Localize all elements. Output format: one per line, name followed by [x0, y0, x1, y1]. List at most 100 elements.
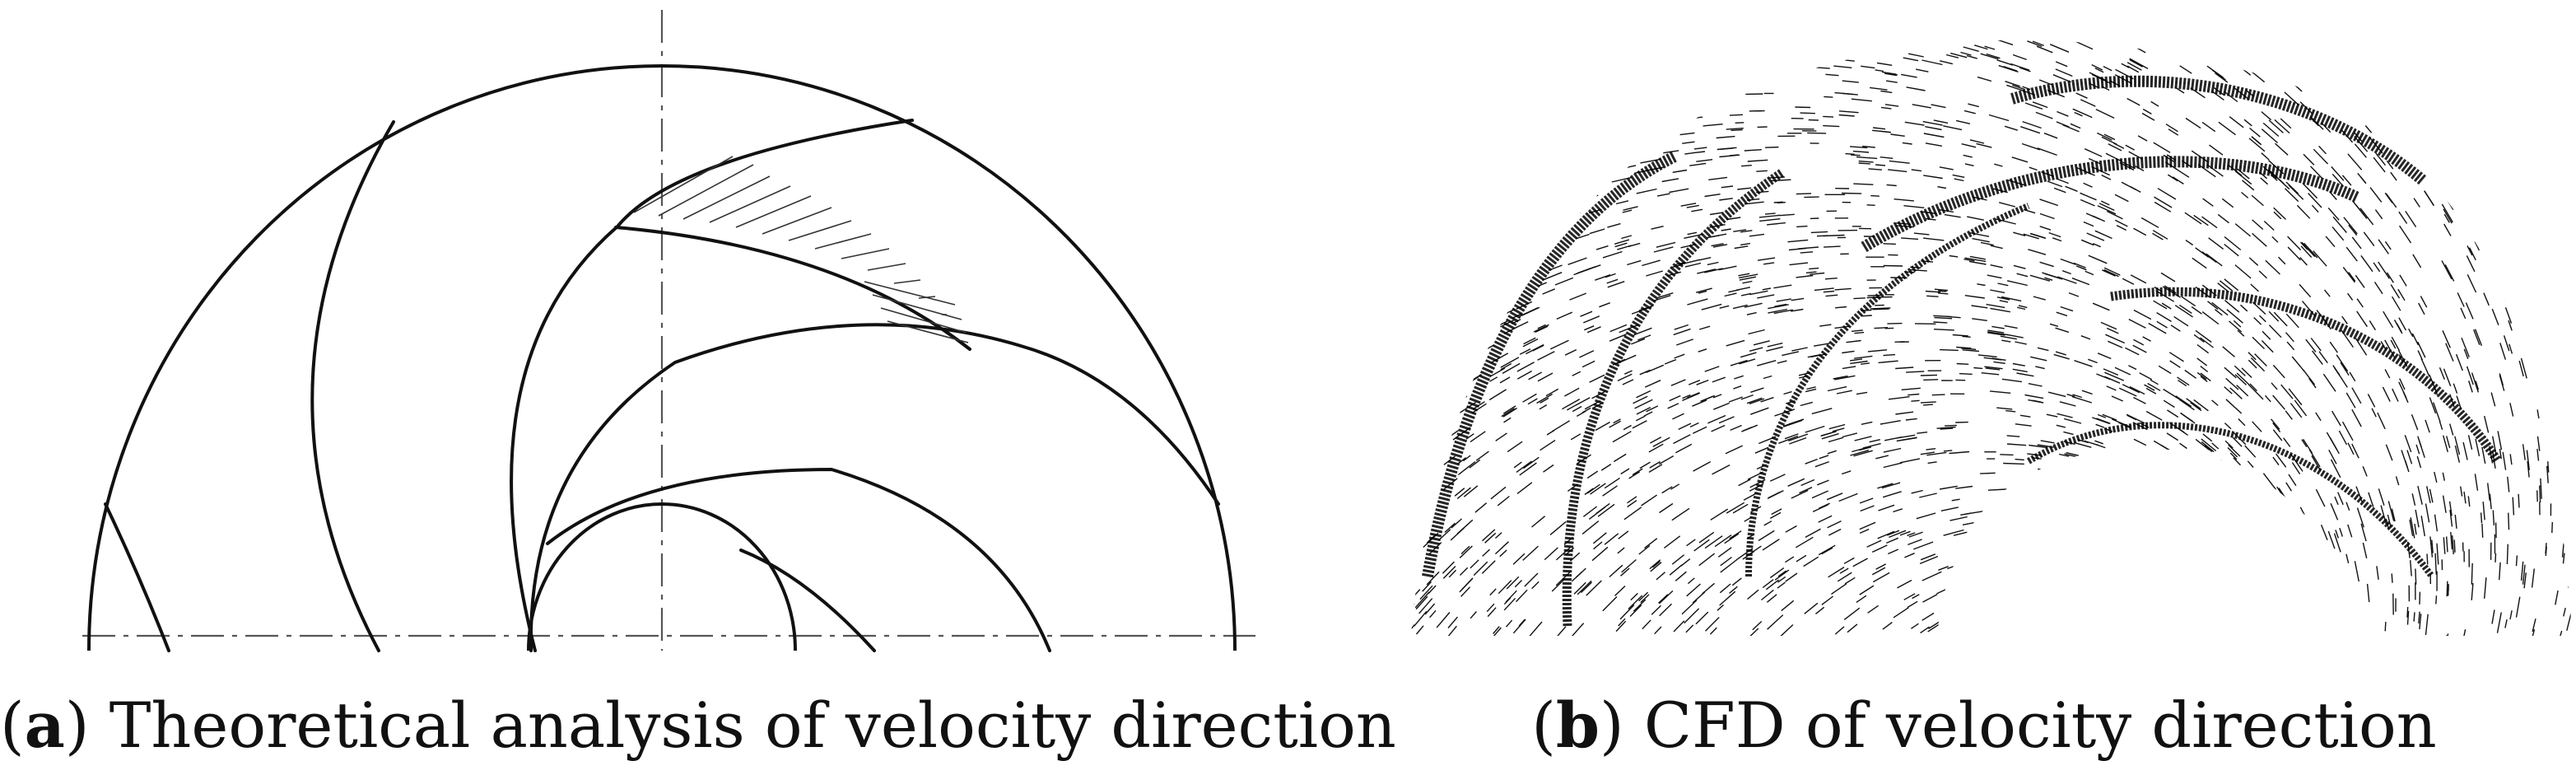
cfd-vector [1516, 362, 1535, 372]
cfd-vector [1632, 38, 1647, 40]
cfd-vector [1648, 443, 1664, 453]
cfd-vector [2125, 466, 2136, 473]
cfd-vector [2518, 493, 2520, 508]
cfd-vector [2001, 296, 2022, 302]
cfd-vector [1489, 376, 1498, 382]
cfd-vector [2152, 230, 2168, 240]
cfd-vector [1586, 326, 1601, 334]
cfd-vector [2055, 606, 2075, 611]
cfd-vector [1986, 303, 2005, 309]
cfd-vector [1655, 47, 1670, 49]
cfd-vector [2036, 45, 2053, 54]
cfd-vector [1684, 608, 1700, 624]
cfd-vector [2315, 488, 2326, 507]
cfd-vector [2369, 104, 2383, 120]
cfd-vector [1872, 308, 1889, 310]
cfd-vector [1698, 531, 1715, 544]
cfd-vector [1570, 64, 1582, 68]
cfd-vector [1765, 146, 1779, 148]
cfd-vector [2509, 403, 2514, 417]
cfd-vector [2493, 76, 2499, 85]
cfd-vector [2460, 307, 2467, 320]
cfd-vector [2149, 542, 2159, 549]
cfd-vector [1724, 533, 1740, 544]
cfd-vector [1837, 572, 1852, 582]
cfd-vector [2426, 486, 2431, 504]
cfd-vector [1922, 612, 1935, 621]
cfd-vector [1516, 460, 1533, 473]
cfd-vector [2368, 492, 2374, 507]
cfd-vector [1867, 605, 1879, 614]
cfd-vector [1880, 420, 1901, 425]
cfd-vector [1740, 230, 1753, 233]
cfd-vector [2116, 224, 2127, 231]
cfd-vector [2223, 91, 2238, 103]
cfd-vector [2373, 262, 2381, 273]
cfd-vector [1583, 54, 1599, 58]
cfd-vector [1964, 163, 1974, 166]
cfd-vector [2394, 44, 2406, 58]
cfd-vector [1460, 586, 1471, 597]
cfd-vector [1718, 265, 1737, 271]
cfd-vector [1949, 254, 1959, 258]
cfd-vector [2546, 465, 2549, 483]
cfd-vector [2319, 48, 2332, 61]
cfd-vector [1702, 87, 1724, 90]
cfd-vector [2510, 217, 2517, 229]
cfd-vector [2173, 166, 2190, 178]
cfd-vector [1726, 128, 1744, 130]
cfd-vector [1963, 259, 1975, 262]
cfd-vector [1923, 175, 1943, 180]
cfd-vector [2263, 220, 2275, 231]
cfd-vector [1480, 40, 1495, 41]
cfd-vector [1448, 362, 1465, 372]
cfd-vector [2103, 65, 2113, 72]
cfd-vector [2131, 575, 2151, 584]
cfd-vector [2336, 354, 2349, 372]
cfd-vector [1740, 292, 1752, 296]
cfd-vector [1470, 186, 1487, 194]
cfd-vector [1615, 200, 1629, 205]
cfd-vector [1470, 611, 1477, 619]
cfd-vector [1515, 234, 1529, 241]
cfd-vector [2061, 534, 2075, 537]
cfd-vector [1548, 219, 1562, 225]
cfd-vector [2534, 222, 2542, 238]
cfd-vector [2199, 40, 2211, 45]
cfd-vector [1820, 431, 1837, 437]
cfd-vector [1946, 564, 1958, 570]
cfd-vector [1497, 495, 1510, 507]
cfd-vector [1993, 361, 2005, 364]
cfd-vector [1502, 405, 1516, 414]
cfd-vector [1777, 581, 1786, 589]
cfd-vector [2380, 40, 2395, 48]
cfd-vector [2525, 40, 2537, 60]
cfd-vector [2446, 581, 2448, 597]
cfd-vector [1856, 391, 1868, 395]
cfd-vector [1684, 152, 1694, 155]
cfd-vector [2476, 156, 2485, 168]
cfd-vector [2247, 460, 2254, 468]
cfd-vector [1592, 153, 1609, 158]
cfd-vector [1512, 196, 1529, 203]
cfd-vector [2211, 399, 2219, 406]
cfd-vector [1991, 555, 2007, 560]
cfd-vector [1602, 596, 1618, 612]
cfd-vector [2197, 628, 2210, 636]
cfd-vector [2188, 614, 2203, 628]
cfd-vector [1549, 222, 1558, 226]
cfd-vector [1515, 589, 1528, 603]
cfd-vector [1411, 44, 1428, 51]
cfd-vector [1569, 292, 1586, 301]
cfd-vector [1698, 290, 1707, 294]
cfd-vector [2178, 399, 2195, 411]
cfd-vector [1749, 347, 1763, 352]
cfd-vector [1513, 461, 1522, 469]
cfd-vector [2224, 236, 2242, 251]
cfd-vector [2013, 231, 2026, 236]
cfd-vector [1623, 206, 1638, 211]
cfd-vector [2191, 567, 2202, 577]
cfd-vector [1838, 110, 1859, 114]
cfd-vector [1825, 294, 1838, 297]
cfd-vector [1630, 592, 1638, 601]
